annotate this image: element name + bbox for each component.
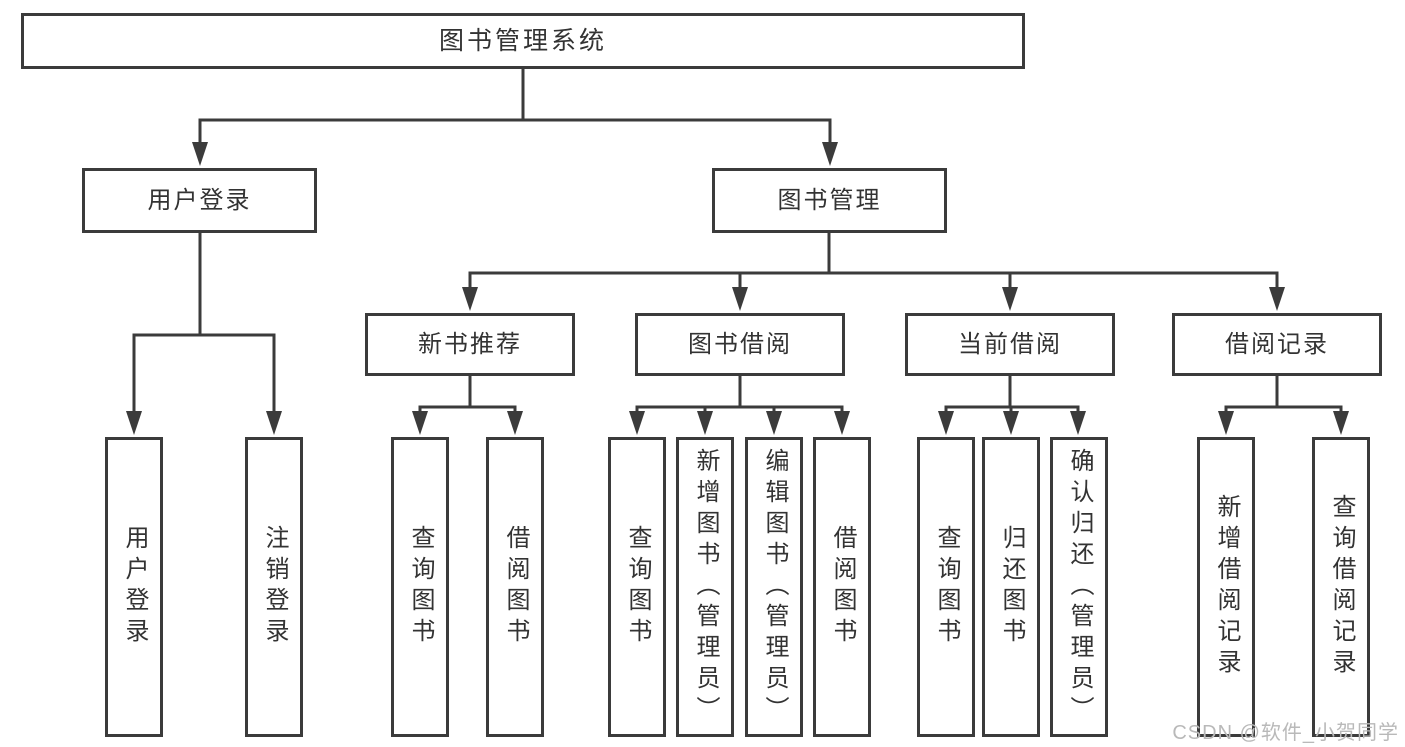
- node-label: 新增图书（管理员）: [692, 447, 719, 727]
- node-label: 借阅记录: [1225, 330, 1329, 358]
- leaf-add-books-admin: 新增图书（管理员）: [676, 437, 734, 737]
- node-current-borrowing: 当前借阅: [905, 313, 1115, 376]
- leaf-borrow-books-recommend: 借阅图书: [486, 437, 544, 737]
- node-label: 借阅图书: [829, 525, 856, 649]
- leaf-edit-books-admin: 编辑图书（管理员）: [745, 437, 803, 737]
- leaf-query-books-borrowing: 查询图书: [608, 437, 666, 737]
- node-label: 查询图书: [407, 525, 434, 649]
- node-label: 当前借阅: [958, 330, 1062, 358]
- leaf-confirm-return-admin: 确认归还（管理员）: [1050, 437, 1108, 737]
- node-label: 用户登录: [147, 186, 252, 214]
- node-library-management-system: 图书管理系统: [21, 13, 1025, 69]
- node-label: 编辑图书（管理员）: [761, 447, 788, 727]
- node-label: 图书管理: [777, 186, 882, 214]
- leaf-query-books-current: 查询图书: [917, 437, 975, 737]
- node-user-login: 用户登录: [82, 168, 317, 233]
- node-label: 新书推荐: [418, 330, 522, 358]
- node-label: 查询借阅记录: [1328, 494, 1355, 680]
- leaf-query-borrowing-record: 查询借阅记录: [1312, 437, 1370, 737]
- leaf-borrow-books-borrowing: 借阅图书: [813, 437, 871, 737]
- leaf-add-borrowing-record: 新增借阅记录: [1197, 437, 1255, 737]
- leaf-user-login: 用户登录: [105, 437, 163, 737]
- node-label: 用户登录: [121, 525, 148, 649]
- csdn-watermark: CSDN @软件_小贺同学: [1172, 722, 1399, 744]
- node-label: 查询图书: [624, 525, 651, 649]
- node-label: 新增借阅记录: [1213, 494, 1240, 680]
- leaf-return-books: 归还图书: [982, 437, 1040, 737]
- node-label: 图书管理系统: [438, 26, 607, 55]
- node-label: 注销登录: [261, 525, 288, 649]
- node-label: 图书借阅: [688, 330, 792, 358]
- node-label: 查询图书: [933, 525, 960, 649]
- leaf-query-books-recommend: 查询图书: [391, 437, 449, 737]
- node-borrowing-records: 借阅记录: [1172, 313, 1382, 376]
- node-new-book-recommendation: 新书推荐: [365, 313, 575, 376]
- node-book-borrowing: 图书借阅: [635, 313, 845, 376]
- node-book-management: 图书管理: [712, 168, 947, 233]
- node-label: 确认归还（管理员）: [1066, 447, 1093, 727]
- node-label: 归还图书: [998, 525, 1025, 649]
- node-label: 借阅图书: [502, 525, 529, 649]
- leaf-logout: 注销登录: [245, 437, 303, 737]
